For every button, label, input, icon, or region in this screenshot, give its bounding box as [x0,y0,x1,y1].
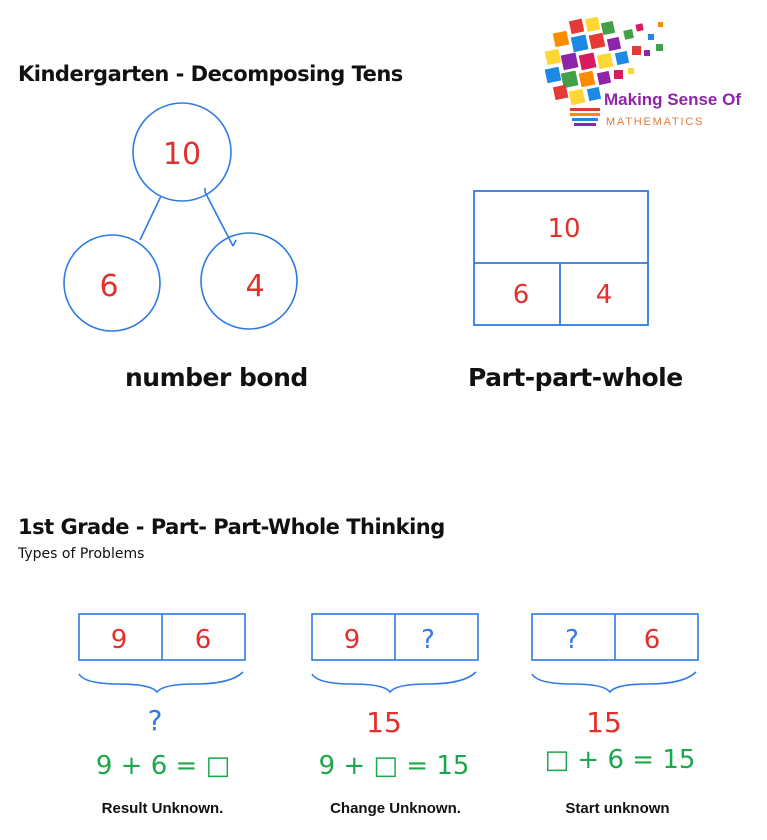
ppw-part-b: 4 [596,280,613,310]
part-part-whole-label: Part-part-whole [468,363,683,392]
bond-left-circle [63,234,161,332]
bond-right-line [204,191,234,247]
caption-change-unknown: Change Unknown. [330,800,461,817]
brace [531,671,697,694]
problem-part-a: 9 [111,625,128,655]
logo: Making Sense Of MATHEMATICS [528,10,766,135]
caption-start-unknown: Start unknown [565,800,670,817]
problem-part-a: ? [565,625,579,655]
number-bond-label: number bond [125,363,308,392]
bond-part-b: 4 [245,269,264,304]
problem-total: 15 [586,706,622,739]
caption-result-unknown: Result Unknown. [101,800,224,817]
bond-part-a: 6 [99,269,118,304]
problem-total: 15 [366,706,402,739]
first-grade-title: 1st Grade - Part- Part-Whole Thinking [18,515,445,539]
ppw-outer-box [473,190,649,326]
ppw-whole-value: 10 [547,214,580,244]
problem-part-b: ? [421,625,435,655]
number-bond-diagram: 10 6 4 [55,100,315,340]
logo-subtitle: MATHEMATICS [606,116,705,128]
problem-part-b: 6 [195,625,212,655]
bond-left-line [139,195,162,241]
problem-result-unknown: 9 6 ? 9 + 6 = □ [75,608,250,781]
ppw-part-a: 6 [513,280,530,310]
part-part-whole-diagram: 10 6 4 [466,185,656,335]
bond-right-circle [200,232,298,330]
first-grade-subtitle: Types of Problems [18,546,145,562]
logo-bulb-icon [544,16,663,126]
bond-whole-value: 10 [163,137,201,172]
kindergarten-title: Kindergarten - Decomposing Tens [18,62,403,86]
problem-equation: 9 + 6 = □ [96,751,230,778]
brace [78,671,244,694]
bond-whole-circle [132,102,232,202]
problem-equation: □ + 6 = 15 [545,745,696,775]
problem-part-b: 6 [644,625,661,655]
logo-title: Making Sense Of [604,90,741,109]
problem-equation: 9 + □ = 15 [319,751,470,778]
problem-change-unknown: 9 ? 15 9 + □ = 15 [308,608,483,781]
problem-start-unknown: ? 6 15 □ + 6 = 15 [528,608,708,778]
problem-part-a: 9 [344,625,361,655]
brace [311,671,477,694]
problem-total: ? [148,704,163,737]
